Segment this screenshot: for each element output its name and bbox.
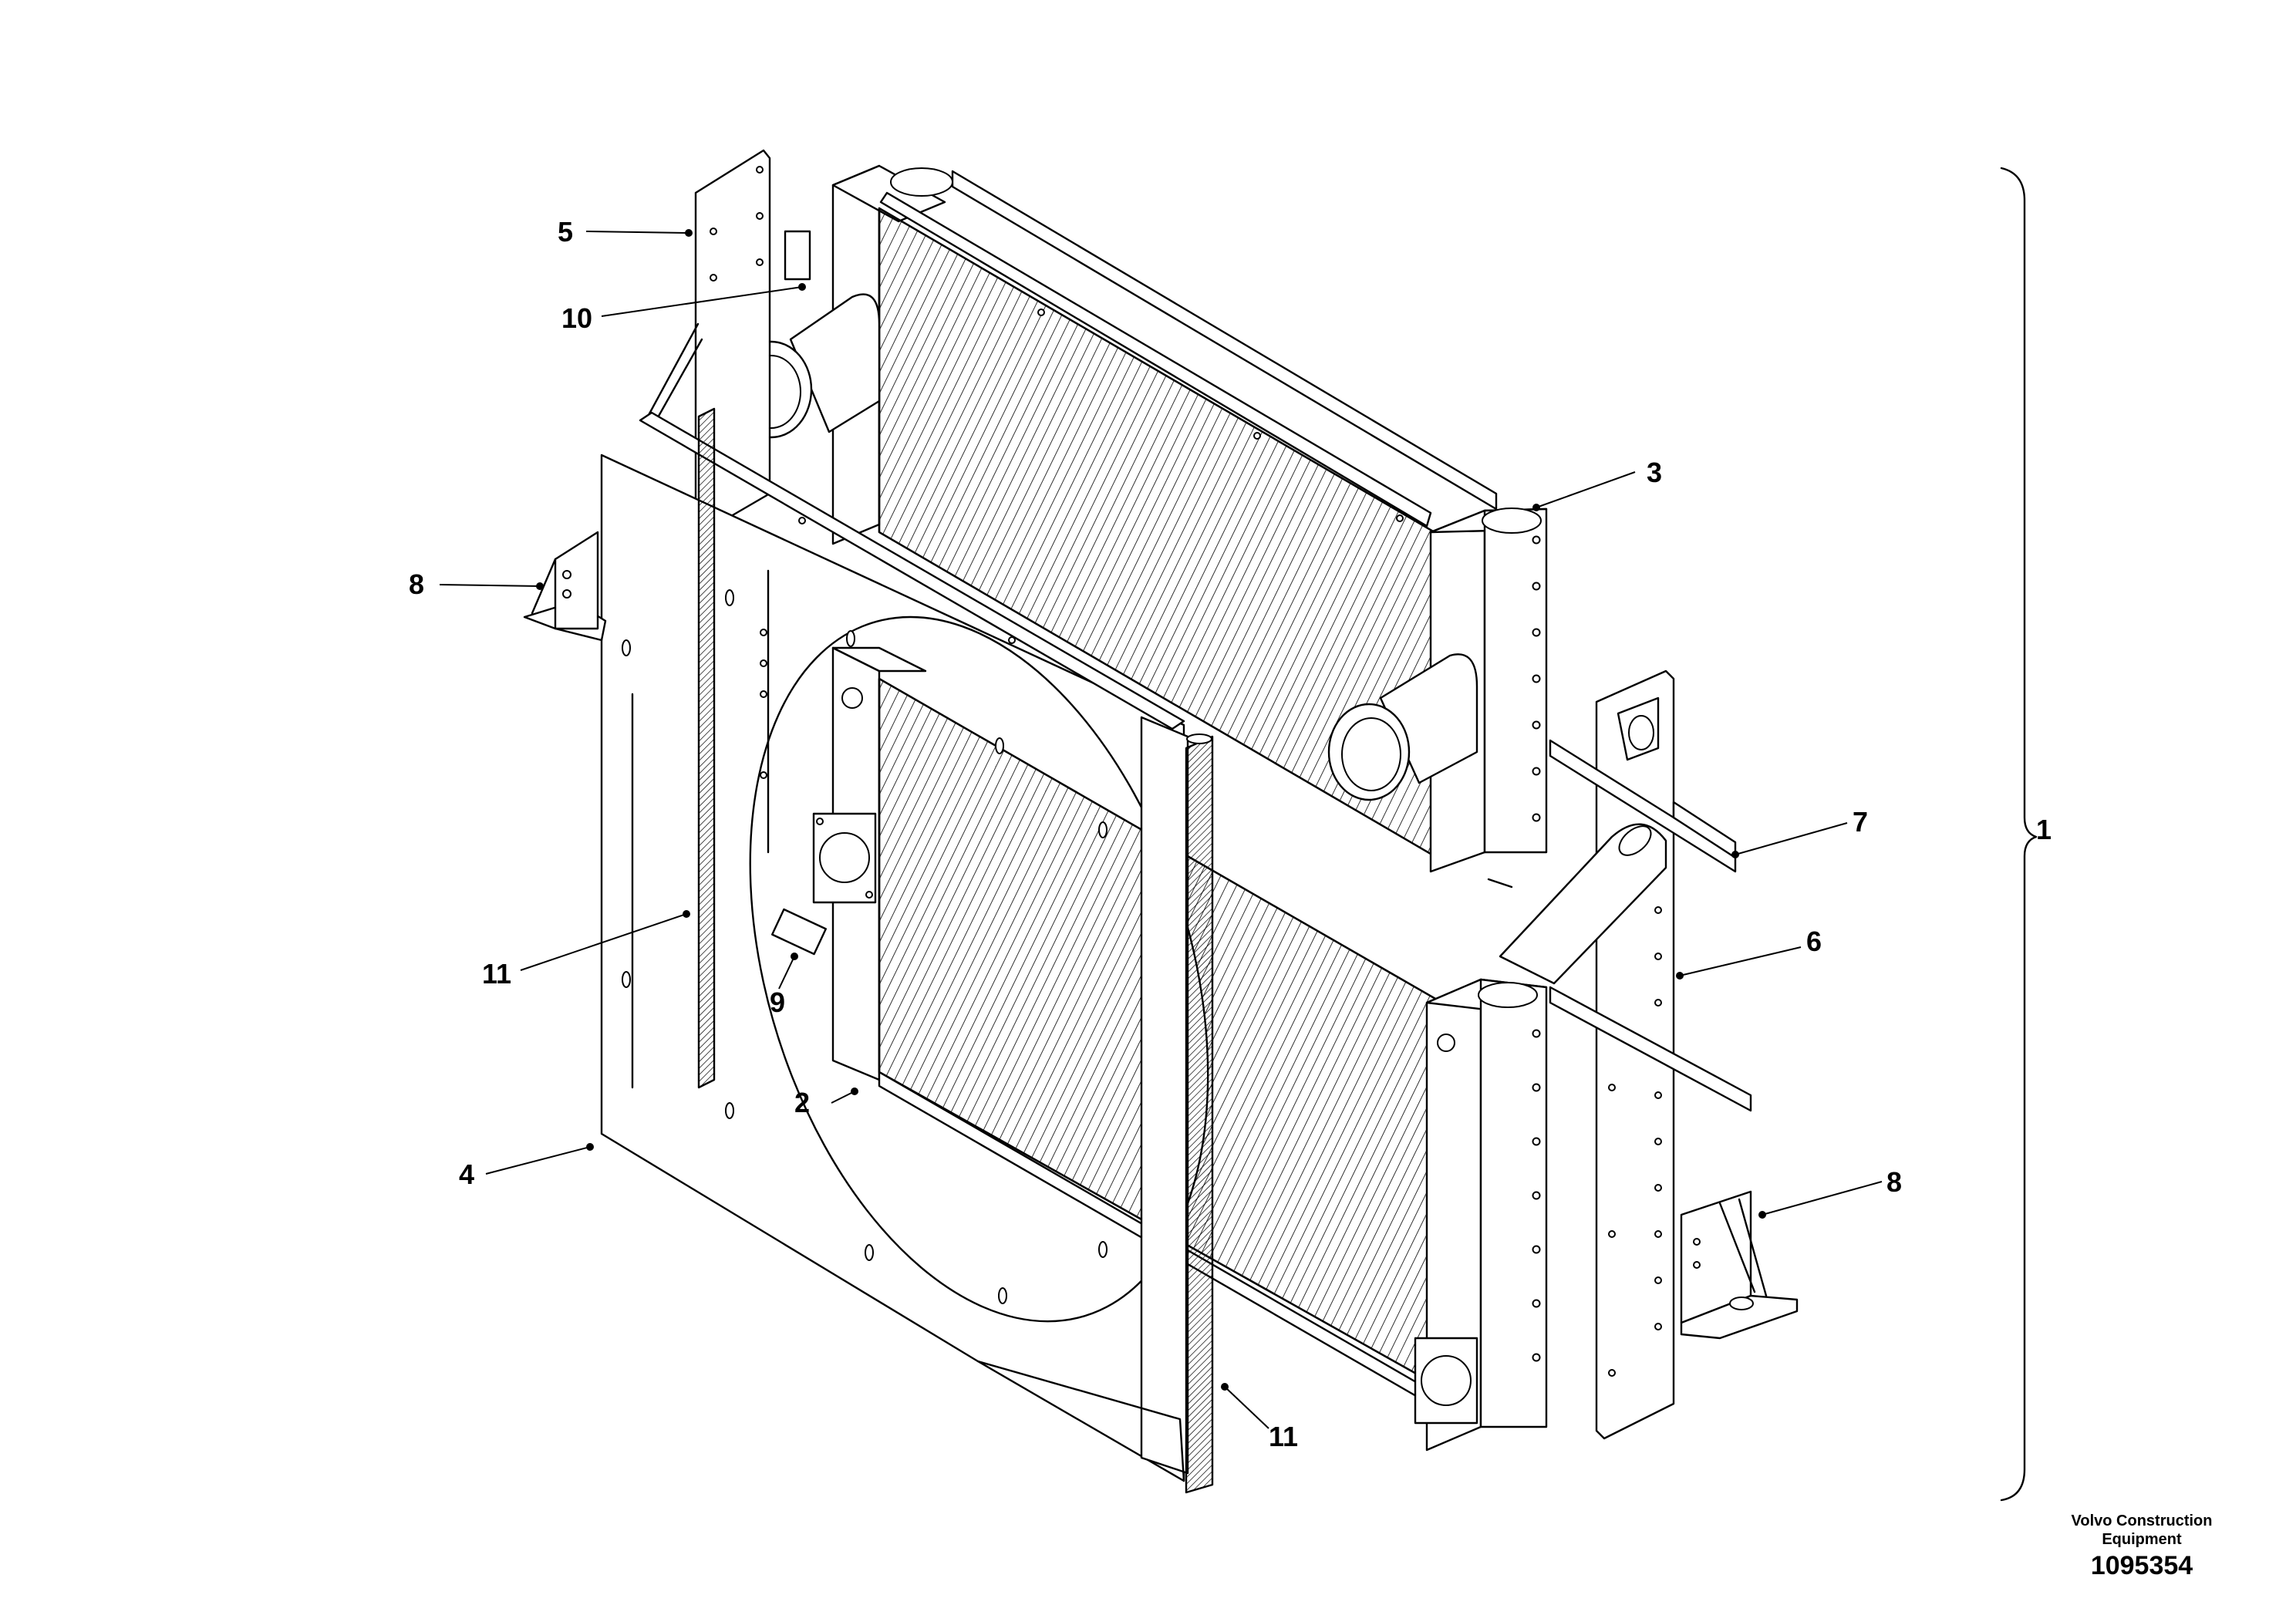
callout-9: 9 [770, 986, 785, 1018]
fan-shroud [600, 411, 1209, 1482]
callouts: 1 2 3 4 5 6 7 8 8 9 10 11 11 [409, 216, 2052, 1452]
label-10-plate [784, 230, 811, 281]
leader-lines [439, 229, 1883, 1429]
callout-11-right: 11 [1269, 1421, 1298, 1452]
callout-3: 3 [1647, 457, 1662, 488]
lower-tank-holes [1532, 1029, 1541, 1362]
callout-10: 10 [561, 302, 592, 334]
mounting-bracket-8-left [523, 531, 607, 642]
upper-radiator [730, 164, 1548, 873]
document-number: 1095354 [2090, 1551, 2193, 1580]
callout-2: 2 [794, 1087, 810, 1118]
callout-1: 1 [2036, 814, 2052, 845]
bracket-6-holes [1608, 906, 1662, 1377]
bracket-6 [1499, 669, 1675, 1440]
callout-8-left: 8 [409, 568, 424, 600]
callout-8-right: 8 [1886, 1166, 1902, 1198]
assembly-brace [2000, 167, 2038, 1502]
callout-7: 7 [1853, 806, 1868, 838]
support-bar-7 [1487, 739, 1752, 1112]
mounting-bracket-8-right [1680, 1190, 1799, 1340]
callout-4: 4 [459, 1158, 474, 1190]
bracket-5 [646, 149, 811, 534]
callout-11-left: 11 [482, 958, 511, 990]
footer-block: Volvo Construction Equipment 1095354 [2041, 1512, 2242, 1583]
right-tank-holes [1532, 535, 1541, 822]
callout-6: 6 [1806, 926, 1822, 957]
shroud-holes [622, 517, 1108, 1304]
company-name-line1: Volvo Construction [2071, 1512, 2213, 1529]
callout-5: 5 [558, 216, 573, 248]
company-name-line2: Equipment [2102, 1531, 2182, 1548]
seal-strips [697, 407, 1214, 1494]
label-9-plate [771, 908, 827, 956]
